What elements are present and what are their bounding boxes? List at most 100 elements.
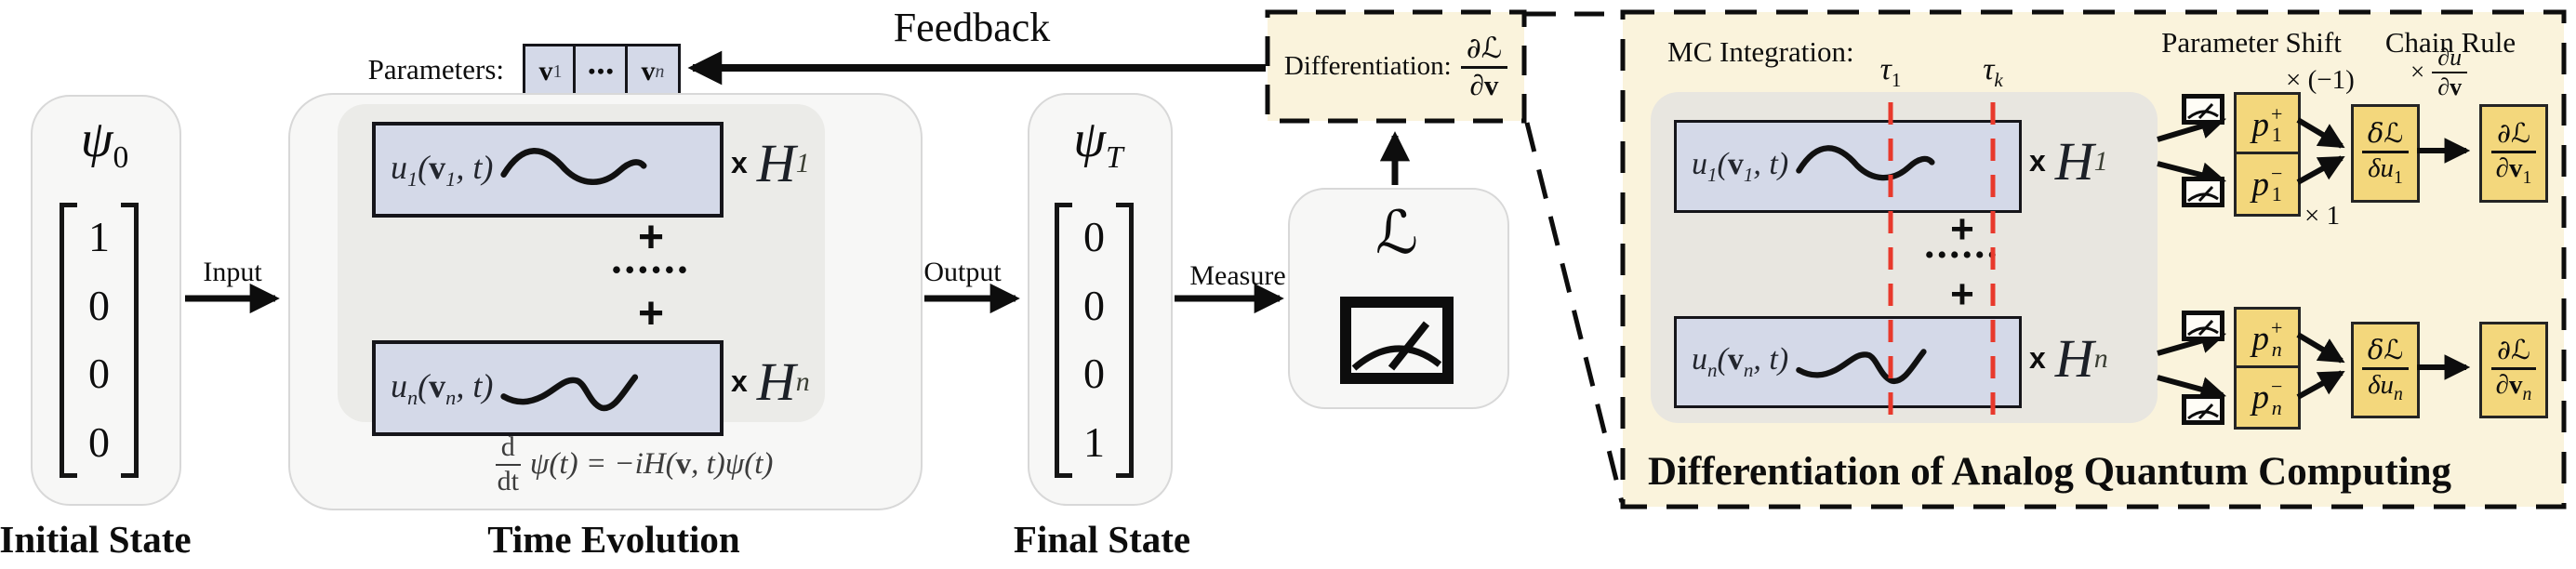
left-bracket xyxy=(1055,203,1072,478)
frac-num: δℒ xyxy=(2367,333,2404,365)
paren: ( xyxy=(1717,146,1728,181)
frac-den-partial: ∂ xyxy=(2437,73,2450,101)
pulse-wave-icon xyxy=(1796,348,1927,384)
differentiation-box: Differentiation: ∂ℒ ∂v xyxy=(1268,12,1524,121)
paren: , t) xyxy=(456,366,494,404)
frac-den-sub: n xyxy=(2394,383,2403,404)
pulse-wave-icon xyxy=(500,373,639,411)
u-base: u xyxy=(1692,146,1707,181)
dL-dvn-box: ∂ℒ∂vn xyxy=(2479,322,2548,418)
frac-num: ∂ℒ xyxy=(2497,116,2530,149)
frac-den-v: v xyxy=(2450,73,2463,101)
un-expression: un(vn, t) xyxy=(1677,342,1788,382)
frac-num: δℒ xyxy=(2367,116,2404,149)
loss-symbol: ℒ xyxy=(1374,199,1419,268)
H-base: H xyxy=(756,133,796,193)
sum-dots: •••••• xyxy=(1924,240,2000,271)
p-sub: n xyxy=(2271,395,2282,419)
u-sub: 1 xyxy=(407,167,418,192)
ode-pre: ψ(t) = −iH( xyxy=(529,447,676,482)
u-base: u xyxy=(391,366,407,404)
psiT-symbol: ψT xyxy=(1037,110,1160,176)
p-base: p xyxy=(2251,320,2270,358)
u-base: u xyxy=(391,148,407,186)
vector-entry: 1 xyxy=(1083,418,1105,467)
dL-dv-fraction: ∂ℒ ∂v xyxy=(1460,33,1508,101)
H-sub: n xyxy=(2093,342,2108,374)
times-x: x xyxy=(2029,144,2046,178)
vn-sub: n xyxy=(655,60,665,82)
psi0-sub: 0 xyxy=(113,140,129,176)
u-sub: n xyxy=(407,386,418,410)
vector-entry: 0 xyxy=(1083,350,1105,398)
frac-den-partial: ∂ xyxy=(2495,153,2509,184)
ode-num: d xyxy=(495,431,521,467)
H-base: H xyxy=(756,351,796,412)
pulse-wave-icon xyxy=(500,147,647,185)
v1-sub: 1 xyxy=(552,60,563,82)
p1-minus-box: p −1 xyxy=(2234,152,2301,217)
frac-den-sub: 1 xyxy=(2394,166,2403,188)
v-bold: v xyxy=(1727,342,1744,377)
u1-expression: u1(v1, t) xyxy=(1677,147,1788,187)
vector-entry: 0 xyxy=(88,418,110,467)
p-base: p xyxy=(2251,378,2270,417)
times-du-dv-annotation: × ∂u∂v xyxy=(2410,45,2468,101)
H-sub: 1 xyxy=(2093,145,2108,177)
times-sign: × xyxy=(2410,58,2425,86)
final-state-caption: Final State xyxy=(1013,518,1191,561)
psiT-sub: T xyxy=(1106,140,1123,176)
p-sup: + xyxy=(2271,101,2283,126)
u-sub: n xyxy=(1707,358,1718,381)
input-arrow-label: Input xyxy=(203,257,262,287)
time-evolution-caption: Time Evolution xyxy=(487,518,740,561)
frac-num: ∂u xyxy=(2432,45,2468,74)
psi0-base: ψ xyxy=(80,111,113,168)
p-sub: 1 xyxy=(2271,123,2282,146)
frac-den-partial: ∂ xyxy=(1469,69,1484,101)
times-x: x xyxy=(2029,341,2046,375)
u-sub: 1 xyxy=(1707,163,1718,186)
tauk-label: τk xyxy=(1962,52,2024,92)
tau-sub: 1 xyxy=(1891,68,1902,91)
times-neg1-annotation: × (−1) xyxy=(2286,65,2355,95)
paren: , t) xyxy=(1753,342,1789,377)
p-sup: + xyxy=(2271,316,2283,340)
vector-entry: 0 xyxy=(1083,213,1105,260)
initial-state-card xyxy=(31,95,181,506)
vector-entry: 0 xyxy=(88,350,110,398)
pn-minus-box: p −n xyxy=(2234,365,2301,430)
initial-state-caption: Initial State xyxy=(0,518,192,561)
meter-icon xyxy=(2182,94,2224,129)
H-sub: 1 xyxy=(795,147,810,179)
ode-den: dt xyxy=(497,466,519,497)
paren: , t) xyxy=(456,148,494,186)
p-sup: − xyxy=(2271,375,2283,399)
plus-sign: + xyxy=(637,213,665,262)
panel-caption: Differentiation of Analog Quantum Comput… xyxy=(1648,450,2452,494)
ode-post: , t)ψ(t) xyxy=(691,447,774,482)
H-sub: n xyxy=(795,365,810,397)
parameter-dots: ••• xyxy=(588,60,616,83)
frac-den-partial: ∂ xyxy=(2495,370,2509,401)
paren: , t) xyxy=(1753,146,1789,181)
H-base: H xyxy=(2054,131,2094,192)
v-bold: v xyxy=(429,366,446,404)
times-x: x xyxy=(731,146,748,179)
ode-body: ψ(t) = −iH(v, t)ψ(t) xyxy=(530,447,773,482)
tau-base: τ xyxy=(1983,52,1995,86)
paren: ( xyxy=(418,148,430,186)
parameter-cell-dots: ••• xyxy=(573,44,631,99)
vector-entry: 0 xyxy=(88,281,110,329)
meter-icon xyxy=(2182,311,2224,346)
p-sup: − xyxy=(2271,161,2283,185)
frac-den-v: v xyxy=(1483,69,1499,101)
frac-den-sub: 1 xyxy=(2522,166,2532,188)
